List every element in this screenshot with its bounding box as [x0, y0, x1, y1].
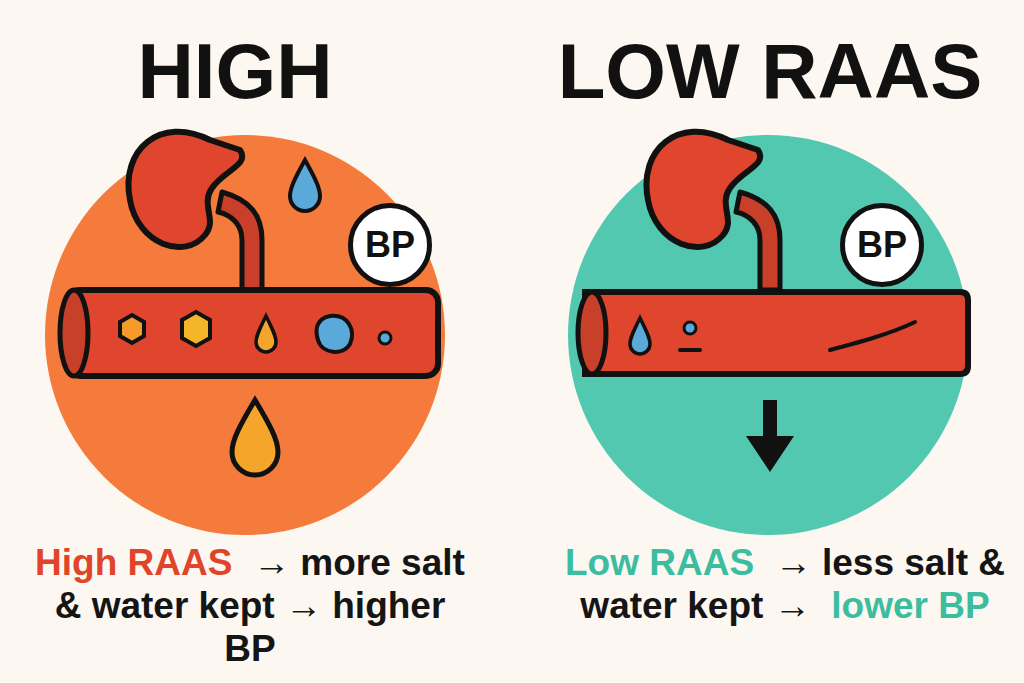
caption-text: lower BP [831, 585, 989, 626]
salt-crystal [182, 312, 210, 346]
particle [684, 322, 696, 334]
down-arrow [746, 436, 794, 472]
particle [379, 332, 391, 344]
ureter [736, 192, 780, 290]
bp-badge: BP [348, 203, 432, 287]
water-blob [317, 316, 352, 352]
panel-heading: LOW RAAS [540, 32, 1000, 110]
high-circle [45, 135, 445, 535]
down-arrow [763, 400, 777, 438]
caption-text: Low RAAS [565, 542, 754, 583]
badge-text: BP [365, 224, 415, 266]
flow-line [830, 322, 915, 350]
particle-dash [680, 348, 700, 352]
drop [630, 318, 650, 354]
ureter [218, 192, 262, 290]
blood-vessel [68, 290, 438, 376]
caption-text: High RAAS [35, 542, 232, 583]
leak-drop [232, 400, 278, 475]
panel-heading: HIGH [35, 32, 435, 110]
bp-badge: BP [840, 203, 924, 287]
blood-vessel [585, 292, 968, 374]
caption-block: High RAAS → more salt & water kept → hig… [30, 541, 470, 670]
vessel-opening [60, 290, 88, 376]
water-drop [290, 160, 320, 211]
badge-text: BP [857, 224, 907, 266]
kidney [128, 132, 242, 247]
vessel-opening [578, 292, 606, 374]
salt-crystal [120, 315, 144, 343]
caption-block: Low RAAS → less salt & water kept → lowe… [555, 541, 1015, 627]
low-circle [568, 135, 968, 535]
drop [256, 316, 276, 352]
kidney [646, 132, 760, 247]
